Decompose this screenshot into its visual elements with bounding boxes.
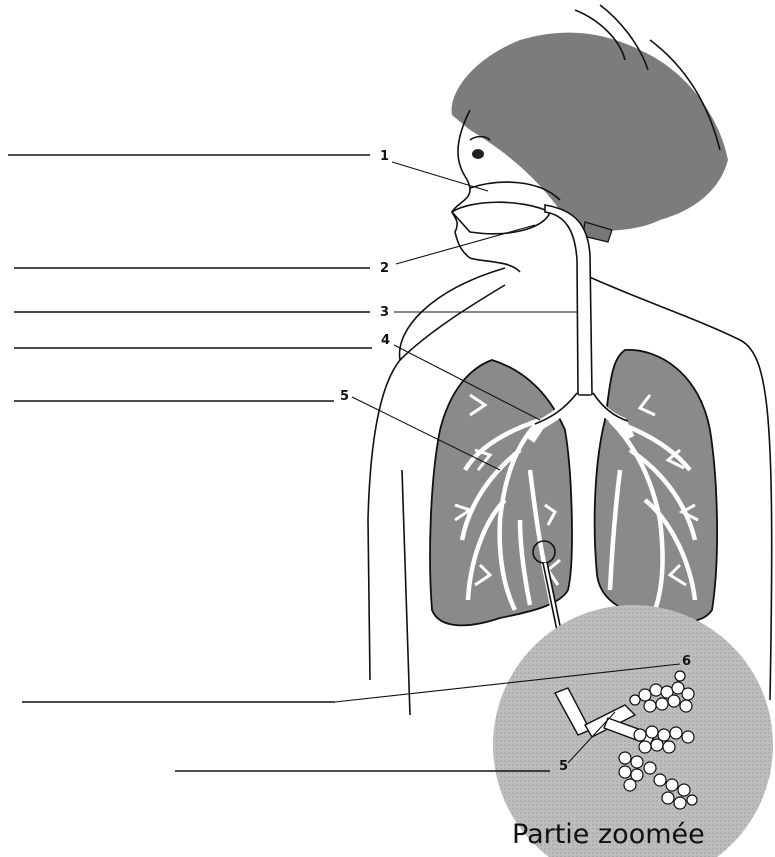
- zoom-panel: Partie zoomée: [493, 605, 773, 857]
- label-5: 5: [340, 389, 349, 404]
- eye: [472, 149, 484, 159]
- label-1: 1: [380, 149, 389, 164]
- label-6: 6: [682, 654, 691, 669]
- head: [452, 5, 728, 275]
- hair: [452, 33, 728, 231]
- label-5-zoom: 5: [559, 759, 568, 774]
- label-3: 3: [380, 305, 389, 320]
- right-lung: [595, 350, 717, 622]
- mouth-cavity: [452, 202, 550, 234]
- label-4: 4: [381, 333, 390, 348]
- zoom-caption: Partie zoomée: [512, 819, 705, 850]
- label-2: 2: [380, 261, 389, 276]
- trachea: [545, 205, 592, 395]
